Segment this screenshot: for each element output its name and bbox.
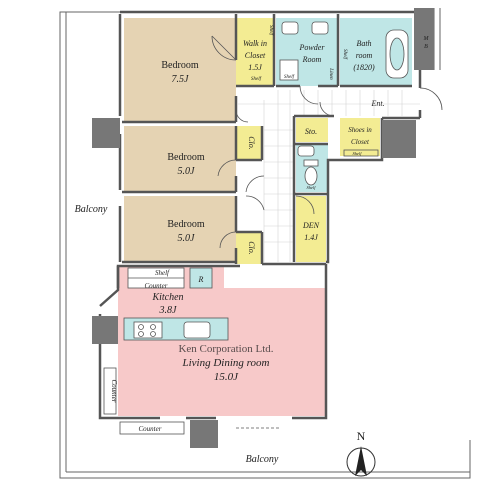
powder-shelf-label: Shelf bbox=[284, 75, 295, 80]
fridge-box bbox=[189, 267, 213, 289]
walkin-closet-line2: Closet bbox=[245, 51, 266, 60]
balcony-west-label: Balcony bbox=[75, 204, 108, 215]
bedroom-1: Bedroom 7.5J bbox=[161, 60, 198, 85]
south-counter-label: Counter bbox=[139, 425, 162, 433]
compass-letter: N bbox=[357, 429, 366, 443]
walkin-closet: Walk in Closet 1.5J Shelf Shelf bbox=[243, 25, 273, 82]
watermark: Ken Corporation Ltd. bbox=[178, 343, 273, 355]
compass-arrow-icon bbox=[355, 446, 367, 476]
south-counter bbox=[119, 421, 185, 435]
powder-room-line1: Powder bbox=[299, 43, 326, 52]
powder-room-line2: Room bbox=[302, 55, 322, 64]
living-name: Living Dining room bbox=[182, 357, 270, 369]
walkin-shelf-label-2: Shelf bbox=[251, 77, 262, 82]
kitchen-size: 3.8J bbox=[159, 305, 178, 316]
balcony-outline bbox=[59, 8, 471, 479]
kitchen-counter-label: Counter bbox=[145, 282, 168, 290]
bedroom-2-name: Bedroom bbox=[167, 152, 204, 163]
toilet-bowl bbox=[304, 166, 318, 186]
powder-sink-1 bbox=[281, 21, 299, 35]
meter-box: M B bbox=[423, 36, 430, 50]
shoes-shelf bbox=[343, 149, 379, 157]
bathroom-line2: room bbox=[356, 51, 373, 60]
toilet-sink bbox=[297, 145, 315, 157]
kitchen-name: Kitchen bbox=[151, 292, 183, 303]
bathroom: Bath room (1820) Shelf bbox=[342, 39, 375, 72]
mb-line2: B bbox=[424, 44, 428, 50]
west-counter bbox=[103, 367, 117, 415]
den-fill bbox=[296, 196, 326, 262]
bathtub-basin bbox=[389, 37, 405, 71]
kitchen-sink bbox=[183, 321, 211, 339]
walkin-closet-line1: Walk in bbox=[243, 39, 267, 48]
bedroom-3: Bedroom 5.0J bbox=[167, 219, 204, 244]
shoes-closet-line2: Closet bbox=[351, 138, 370, 146]
bedroom-3-fill bbox=[124, 196, 236, 262]
den: DEN 1.4J bbox=[302, 221, 320, 242]
refrigerator-label: R bbox=[198, 275, 204, 284]
living-size: 15.0J bbox=[214, 371, 239, 383]
powder-sink-2 bbox=[311, 21, 329, 35]
bedroom-1-size: 7.5J bbox=[172, 74, 190, 85]
kitchen: Kitchen 3.8J bbox=[151, 292, 183, 316]
shoes-closet-line1: Shoes in bbox=[348, 126, 372, 134]
entrance-label: Ent. bbox=[370, 99, 384, 108]
closet-2-fill bbox=[236, 232, 262, 264]
balcony-south-label: Balcony bbox=[246, 454, 279, 465]
kitchen-shelf-label: Shelf bbox=[155, 269, 170, 277]
structural-columns bbox=[92, 8, 434, 448]
walls bbox=[98, 10, 422, 420]
bathroom-line1: Bath bbox=[356, 39, 371, 48]
living-fill bbox=[118, 288, 326, 416]
closet-2-label: Clo. bbox=[247, 241, 256, 255]
storage-label: Sto. bbox=[305, 127, 317, 136]
walkin-closet-size: 1.5J bbox=[248, 63, 262, 72]
powder-room: Powder Room Linen Shelf bbox=[284, 43, 333, 80]
bedroom-2-fill bbox=[124, 126, 236, 192]
north-compass: N bbox=[346, 429, 376, 477]
west-counter-label: Counter bbox=[110, 380, 118, 403]
shoes-closet: Shoes in Closet Shelf bbox=[348, 126, 372, 156]
den-name: DEN bbox=[302, 221, 320, 230]
doors bbox=[211, 35, 443, 249]
bedroom-2: Bedroom 5.0J bbox=[167, 152, 204, 177]
shoes-shelf-label: Shelf bbox=[353, 151, 363, 156]
bathroom-size: (1820) bbox=[353, 63, 375, 72]
bedroom-3-size: 5.0J bbox=[178, 233, 196, 244]
corridor-tile-grid bbox=[238, 90, 420, 262]
toilet-tank bbox=[303, 159, 319, 167]
den-size: 1.4J bbox=[304, 233, 318, 242]
bedroom-2-size: 5.0J bbox=[178, 166, 196, 177]
living-dining-room: Living Dining room 15.0J bbox=[182, 357, 270, 383]
closet-1-fill bbox=[236, 126, 262, 160]
stove bbox=[133, 321, 163, 339]
washer-box bbox=[279, 59, 299, 81]
mb-line1: M bbox=[423, 36, 430, 42]
storage-fill bbox=[296, 118, 328, 142]
toilet-shelf-label: Shelf bbox=[307, 185, 317, 190]
linen-label: Linen bbox=[328, 67, 333, 80]
walkin-shelf-label: Shelf bbox=[268, 25, 273, 36]
bedroom-1-name: Bedroom bbox=[161, 60, 198, 71]
walkin-closet-fill bbox=[236, 18, 274, 86]
bedroom-1-fill bbox=[124, 18, 236, 122]
closet-1-label: Clo. bbox=[247, 136, 256, 150]
bath-shelf-label: Shelf bbox=[342, 49, 347, 60]
fixtures bbox=[103, 21, 409, 435]
bedroom-3-name: Bedroom bbox=[167, 219, 204, 230]
